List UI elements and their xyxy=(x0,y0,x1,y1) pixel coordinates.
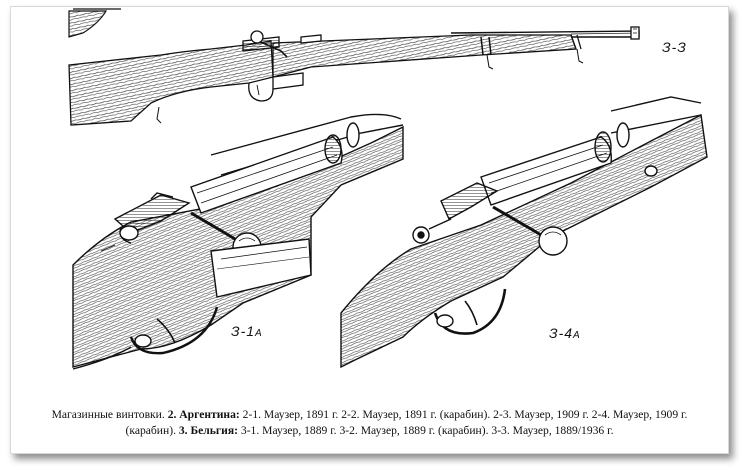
caption-country-argentina: 2. Аргентина: xyxy=(167,408,240,421)
document-page: З-З З-1А З-4А Магазинные винтовки. 2. Ар… xyxy=(10,6,729,454)
previous-rifle-fragment xyxy=(68,8,121,38)
figure-caption: Магазинные винтовки. 2. Аргентина: 2-1. … xyxy=(11,407,728,439)
label-detail-3-4a: З-4А xyxy=(549,325,580,341)
caption-line2-rest: 3-1. Маузер, 1889 г. 3-2. Маузер, 1889 г… xyxy=(238,424,614,437)
caption-country-belgium: 3. Бельгия: xyxy=(178,424,238,437)
caption-line2-lead: (карабин). xyxy=(125,424,179,437)
detail-3-4a xyxy=(340,96,708,369)
label-detail-3-1a-sub: А xyxy=(255,328,262,339)
label-detail-3-1a-main: З-1 xyxy=(231,323,256,339)
rifle-illustration xyxy=(68,8,708,370)
label-rifle-3-3: З-З xyxy=(662,39,687,55)
caption-line-2: (карабин). 3. Бельгия: 3-1. Маузер, 1889… xyxy=(11,423,728,439)
caption-line-1: Магазинные винтовки. 2. Аргентина: 2-1. … xyxy=(11,407,728,423)
rifle-3-3 xyxy=(68,26,640,126)
label-detail-3-4a-sub: А xyxy=(573,330,580,341)
label-detail-3-1a: З-1А xyxy=(231,323,262,339)
caption-line1-lead: Магазинные винтовки. xyxy=(51,408,168,421)
caption-line1-rest: 2-1. Маузер, 1891 г. 2-2. Маузер, 1891 г… xyxy=(239,408,688,421)
detail-3-1a xyxy=(72,113,404,370)
label-detail-3-4a-main: З-4 xyxy=(549,325,574,341)
